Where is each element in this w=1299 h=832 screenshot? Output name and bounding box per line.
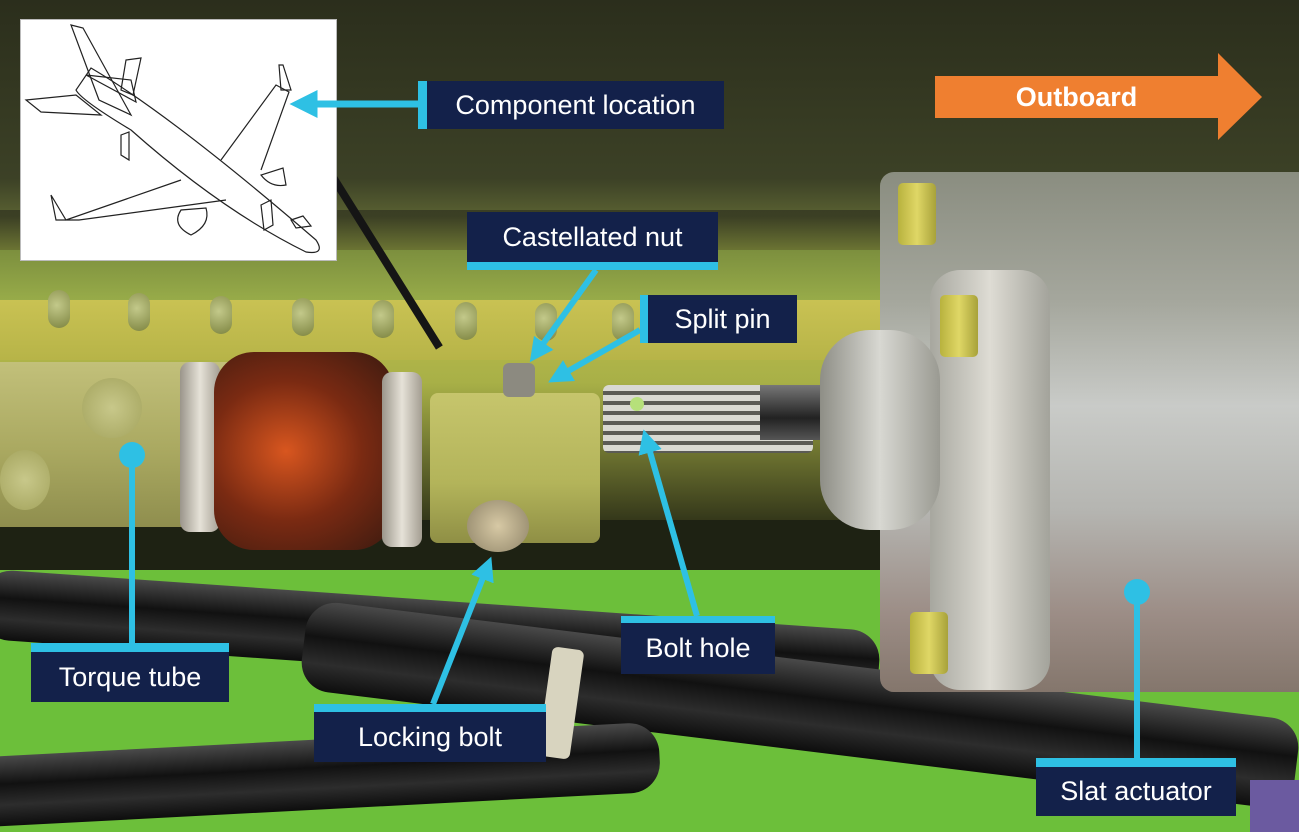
slat-actuator-accent-bar bbox=[1036, 758, 1236, 767]
slat-actuator-marker-dot bbox=[1124, 579, 1150, 605]
rivet bbox=[455, 302, 477, 340]
rubber-boot bbox=[214, 352, 394, 550]
actuator-flange bbox=[820, 330, 940, 530]
yellow-nut bbox=[898, 183, 936, 245]
bolt-hole-arrow bbox=[638, 429, 700, 617]
rivet bbox=[48, 290, 70, 328]
torque-tube-label: Torque tube bbox=[31, 652, 229, 702]
tube-collar bbox=[180, 362, 220, 532]
split-pin-accent-bar bbox=[640, 295, 648, 343]
bolt-hole-label: Bolt hole bbox=[621, 623, 775, 674]
component-location-inset bbox=[20, 19, 337, 261]
yellow-nut bbox=[910, 612, 948, 674]
tube-fastener bbox=[82, 378, 142, 438]
rivet bbox=[210, 296, 232, 334]
component-location-label: Component location bbox=[427, 81, 724, 129]
outboard-label: Outboard bbox=[1015, 81, 1138, 112]
rivet bbox=[128, 293, 150, 331]
purple-connector bbox=[1250, 780, 1299, 832]
component-location-accent-bar bbox=[418, 81, 427, 129]
locking-bolt-label: Locking bolt bbox=[314, 712, 546, 762]
tube-fastener bbox=[0, 450, 50, 510]
split-pin-label: Split pin bbox=[648, 295, 797, 343]
yellow-nut bbox=[940, 295, 978, 357]
split-pin-arrow bbox=[548, 327, 642, 383]
castellated-nut bbox=[503, 363, 535, 397]
outboard-arrow-icon bbox=[935, 53, 1262, 140]
torque-tube-marker-dot bbox=[119, 442, 145, 468]
bolt-hole-accent-bar bbox=[621, 616, 775, 623]
locking-bolt-accent-bar bbox=[314, 704, 546, 712]
castellated-nut-accent-bar bbox=[467, 262, 718, 270]
rivet bbox=[612, 303, 634, 341]
bolt-hole bbox=[630, 397, 644, 411]
locking-bolt-arrow bbox=[430, 556, 494, 706]
tube-collar bbox=[382, 372, 422, 547]
torque-tube-accent-bar bbox=[31, 643, 229, 652]
castellated-nut-label: Castellated nut bbox=[467, 212, 718, 262]
rivet bbox=[372, 300, 394, 338]
rivet bbox=[292, 298, 314, 336]
airplane-icon bbox=[24, 24, 320, 254]
locking-bolt-head bbox=[467, 500, 529, 552]
castellated-nut-arrow bbox=[529, 268, 599, 363]
slat-actuator-label: Slat actuator bbox=[1036, 767, 1236, 816]
